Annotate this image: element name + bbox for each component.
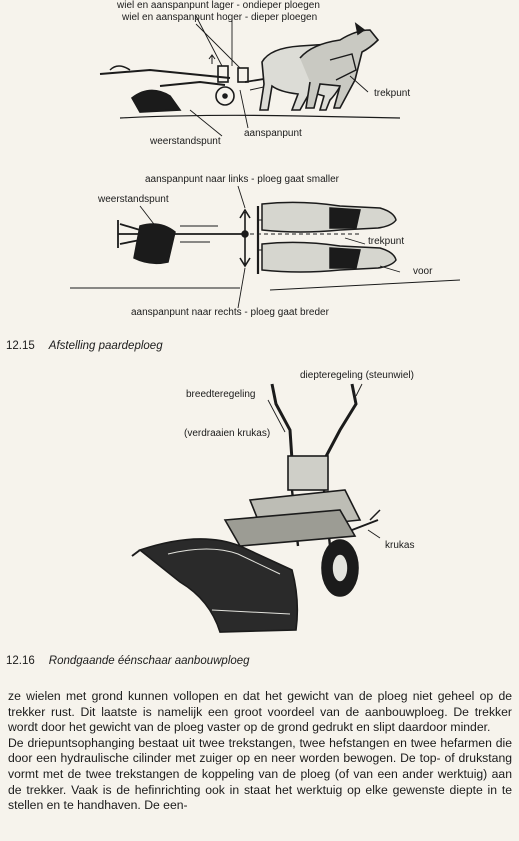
figure-horse-plough-top: aanspanpunt naar links - ploeg gaat smal… [0,150,519,330]
caption-figure-12-15: 12.15 Afstelling paardeploeg [6,340,163,352]
caption-text: Rondgaande éénschaar aanbouwploeg [48,655,250,667]
side-view-drawing [99,15,401,137]
caption-number: 12.16 [6,655,35,667]
label-aanspanpunt-1: aanspanpunt [244,128,302,139]
caption-text: Afstelling paardeploeg [48,340,163,352]
label-wheel-higher: wiel en aanspanpunt hoger - dieper ploeg… [122,12,318,23]
label-weerstandspunt-2: weerstandspunt [98,194,169,205]
label-diepteregeling: diepteregeling (steunwiel) [300,370,414,381]
label-trekpunt-2: trekpunt [368,236,405,247]
body-text: ze wielen met grond kunnen vollopen en d… [8,689,512,814]
top-view-drawing [70,185,461,309]
paragraph: ze wielen met grond kunnen vollopen en d… [8,689,512,735]
label-breedteregeling: breedteregeling [186,389,256,400]
mounted-plough-drawing [131,383,381,633]
label-verdraaien-krukas: (verdraaien krukas) [184,428,271,439]
label-trekpunt-1: trekpunt [374,88,411,99]
label-krukas: krukas [385,540,415,551]
caption-number: 12.15 [6,340,35,352]
label-weerstandspunt-1: weerstandspunt [150,136,221,147]
figure-mounted-plough: diepteregeling (steunwiel) breedteregeli… [0,360,519,650]
caption-figure-12-16: 12.16 Rondgaande éénschaar aanbouwploeg [6,655,250,667]
figure-horse-plough-side: wiel en aanspanpunt lager - ondieper plo… [0,0,519,150]
label-wheel-lower: wiel en aanspanpunt lager - ondieper plo… [117,0,320,11]
label-voor: voor [413,266,433,277]
label-right-wider: aanspanpunt naar rechts - ploeg gaat bre… [131,307,329,318]
paragraph: De driepuntsophanging bestaat uit twee t… [8,735,512,813]
label-left-narrower: aanspanpunt naar links - ploeg gaat smal… [145,174,340,185]
